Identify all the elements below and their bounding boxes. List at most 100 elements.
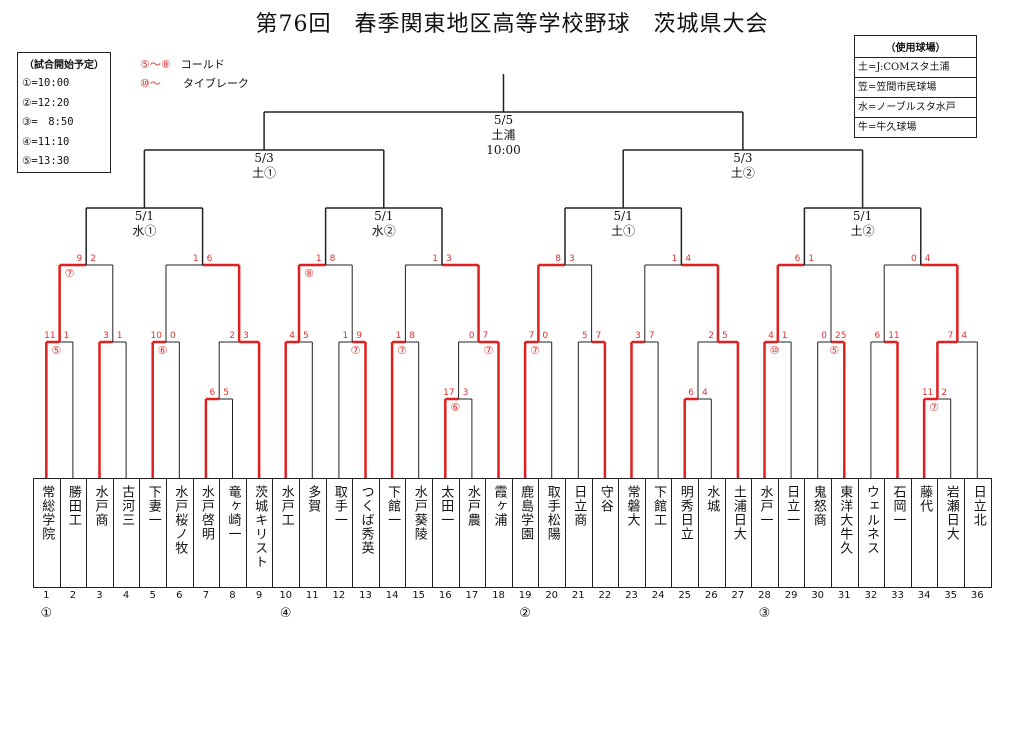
team-number: 11 (305, 590, 319, 601)
team-number: 30 (811, 590, 825, 601)
final-venue: 土浦 (491, 128, 515, 142)
score-right: 3 (569, 254, 575, 264)
score-left: 17 (443, 388, 454, 398)
inning-mark: ⑦ (397, 344, 407, 357)
score-right: 7 (649, 331, 655, 341)
team-box: 鬼怒商 (805, 479, 832, 587)
team-number: 33 (891, 590, 904, 601)
team-box: 日立北 (965, 479, 992, 587)
score-right: 5 (303, 331, 309, 341)
team-box: 下館工 (646, 479, 673, 587)
score-left: 11 (44, 331, 55, 341)
score-left: 7 (948, 331, 954, 341)
venue-row: 牛=牛久球場 (858, 122, 917, 133)
team-name: 日立一 (784, 485, 800, 527)
score-right: 1 (64, 331, 70, 341)
team-name: 霞ヶ浦 (491, 485, 507, 527)
score-left: 0 (821, 331, 827, 341)
score-left: 9 (76, 254, 82, 264)
team-number: 19 (518, 590, 532, 601)
team-name: 勝田工 (65, 485, 81, 527)
block-marker: ② (519, 606, 531, 621)
team-box: 茨城キリスト (247, 479, 274, 587)
team-box: 岩瀬日大 (938, 479, 965, 587)
score-left: 7 (529, 331, 535, 341)
team-box: 藤代 (912, 479, 939, 587)
score-left: 4 (768, 331, 774, 341)
team-name: 明秀日立 (677, 485, 693, 541)
team-box: 太田一 (433, 479, 460, 587)
team-name: 下館一 (385, 485, 401, 527)
score-left: 0 (911, 254, 917, 264)
schedule-box: （試合開始予定） ①=10:00 ②=12:20 ③= 8:50 ④=11:10… (17, 52, 111, 173)
team-box: 水戸農 (460, 479, 487, 587)
team-name: 常磐大 (624, 485, 640, 527)
schedule-row: ⑤=13:30 (22, 155, 70, 167)
inning-mark: ⑤ (51, 344, 61, 357)
score-right: 5 (223, 388, 229, 398)
team-name: 守谷 (597, 485, 613, 513)
schedule-row: ①=10:00 (22, 77, 70, 89)
team-name: 古河三 (119, 485, 135, 527)
score-right: 6 (207, 254, 213, 264)
block-marker: ① (40, 606, 53, 621)
score-right: 8 (409, 331, 415, 341)
team-name: 取手松陽 (544, 485, 560, 541)
inning-mark: ⑥ (450, 401, 460, 414)
team-box: 水戸葵陵 (406, 479, 433, 587)
legend-cold-key: ⑤～⑧ (140, 58, 171, 71)
final-time: 10:00 (486, 143, 521, 157)
score-right: 9 (356, 331, 362, 341)
team-number: 3 (96, 590, 103, 601)
team-name: 竜ヶ崎一 (225, 485, 241, 541)
team-box: 常総学院 (34, 479, 61, 587)
inning-mark: ⑩ (770, 344, 780, 357)
match-date: 5/1 (614, 209, 633, 223)
inning-mark: ⑦ (351, 344, 361, 357)
team-number: 4 (122, 590, 130, 601)
final-date: 5/5 (494, 113, 513, 127)
team-number: 24 (651, 590, 665, 601)
score-left: 3 (103, 331, 109, 341)
team-box: 水戸桜ノ牧 (167, 479, 194, 587)
block-marker: ④ (279, 606, 292, 621)
score-left: 4 (289, 331, 295, 341)
score-right: 7 (483, 331, 489, 341)
match-date: 5/1 (135, 209, 154, 223)
match-venue: 水① (132, 224, 156, 238)
team-number: 2 (69, 590, 77, 601)
score-left: 1 (342, 331, 348, 341)
team-name: つくば秀英 (358, 485, 374, 555)
venue-row: 笠=笠間市民球場 (855, 78, 976, 98)
venue-box: （使用球場） 土=J:COMスタ土浦 笠=笠間市民球場 水=ノーブルスタ水戸 牛… (854, 35, 977, 138)
venue-row: 水=ノーブルスタ水戸 (855, 98, 976, 118)
score-left: 1 (672, 254, 678, 264)
team-number: 9 (255, 590, 263, 601)
schedule-heading: （試合開始予定） (24, 60, 104, 71)
team-box: 明秀日立 (672, 479, 699, 587)
team-number: 17 (465, 590, 479, 601)
team-name: ウェルネス (863, 485, 879, 555)
team-number: 27 (731, 590, 745, 601)
team-box: 水戸啓明 (194, 479, 221, 587)
team-box: 取手一 (327, 479, 354, 587)
inning-mark: ⑦ (530, 344, 540, 357)
team-box: 古河三 (114, 479, 141, 587)
score-right: 1 (117, 331, 123, 341)
score-right: 3 (463, 388, 469, 398)
inning-mark: ⑦ (65, 267, 75, 280)
venue-heading: （使用球場） (855, 36, 976, 58)
team-box: 守谷 (593, 479, 620, 587)
team-number: 10 (279, 590, 293, 601)
score-right: 4 (925, 254, 931, 264)
match-venue: 土① (252, 166, 276, 180)
team-number: 20 (545, 590, 559, 601)
match-venue: 土① (611, 224, 635, 238)
score-left: 11 (922, 388, 933, 398)
team-name: 水戸桜ノ牧 (172, 485, 188, 555)
score-left: 6 (688, 388, 694, 398)
team-box: 多賀 (300, 479, 327, 587)
team-number: 22 (598, 590, 612, 601)
page-title: 第76回 春季関東地区高等学校野球 茨城県大会 (255, 12, 769, 37)
